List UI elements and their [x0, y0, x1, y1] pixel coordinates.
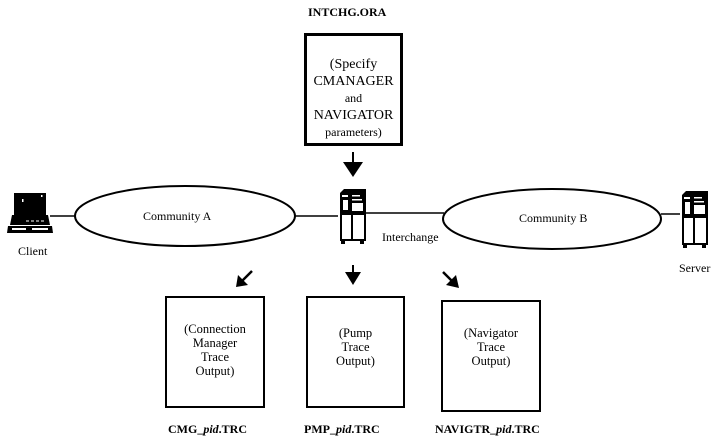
file-suffix: .TRC — [351, 422, 380, 436]
laptop-icon — [7, 193, 53, 233]
output-box-line: Output) — [336, 354, 375, 368]
config-box-line: CMANAGER — [313, 74, 394, 89]
community-b-ellipse — [442, 188, 662, 250]
file-var: pid — [336, 422, 352, 436]
config-box-line: and — [344, 91, 363, 105]
output-box-line: Trace — [476, 340, 505, 354]
output-box-line: Output) — [471, 354, 511, 368]
arrow-down-right-icon — [442, 271, 459, 288]
config-file-title: INTCHG.ORA — [308, 5, 387, 19]
config-parameters-box: (Specify CMANAGER and NAVIGATOR paramete… — [304, 33, 403, 146]
file-prefix: CMG_ — [168, 422, 204, 436]
file-prefix: PMP_ — [304, 422, 336, 436]
config-box-line: parameters) — [325, 125, 382, 139]
pmp-trace-filename: PMP_pid.TRC — [304, 422, 380, 437]
pmp-trace-output-box: (Pump Trace Output) — [306, 296, 405, 408]
cmg-trace-filename: CMG_pid.TRC — [168, 422, 247, 437]
output-box-line: Output) — [195, 364, 235, 378]
navigator-trace-output-box: (Navigator Trace Output) — [441, 300, 541, 412]
server-label: Server — [679, 261, 711, 275]
arrow-down-icon — [345, 265, 361, 285]
community-b-label: Community B — [519, 211, 588, 225]
output-box-line: (Connection — [184, 322, 246, 336]
output-box-line: Trace — [200, 350, 229, 364]
interchange-label: Interchange — [382, 230, 439, 244]
arrow-down-icon — [343, 152, 363, 177]
output-box-line: (Pump — [338, 326, 373, 340]
output-box-line: (Navigator — [463, 326, 519, 340]
output-box-line: Manager — [192, 336, 238, 350]
client-label: Client — [18, 244, 48, 258]
server-tower-icon — [340, 189, 366, 244]
file-var: pid — [496, 422, 512, 436]
server-tower-icon — [682, 191, 708, 248]
cmg-trace-output-box: (Connection Manager Trace Output) — [165, 296, 265, 408]
navigator-trace-filename: NAVIGTR_pid.TRC — [435, 422, 540, 437]
file-prefix: NAVIGTR_ — [435, 422, 497, 436]
file-suffix: .TRC — [218, 422, 248, 436]
config-box-line: (Specify — [329, 57, 378, 72]
file-suffix: .TRC — [511, 422, 540, 436]
output-box-line: Trace — [341, 340, 370, 354]
config-box-line: NAVIGATOR — [313, 108, 394, 123]
file-var: pid — [203, 422, 219, 436]
community-a-label: Community A — [143, 209, 212, 223]
arrow-down-left-icon — [236, 270, 253, 287]
